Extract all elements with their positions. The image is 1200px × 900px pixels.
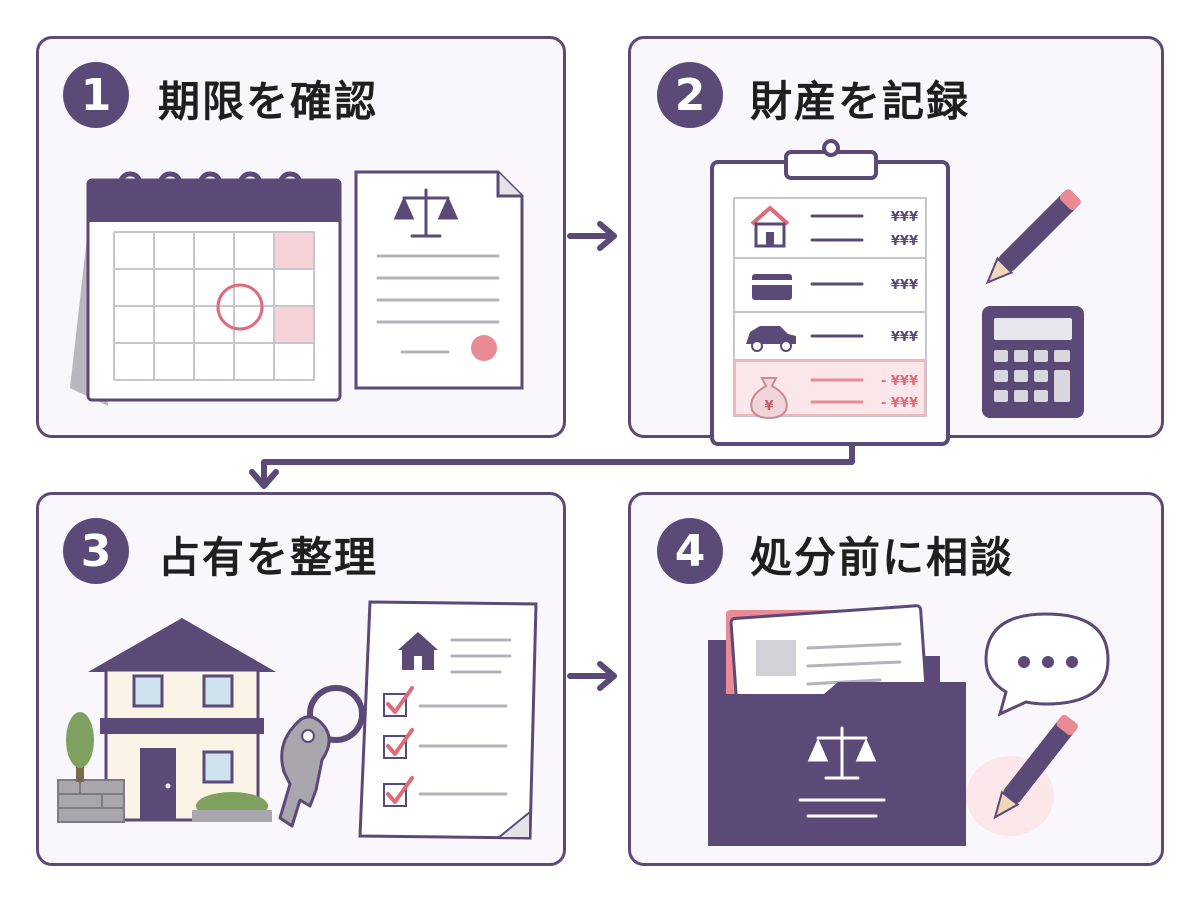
house-icon: [750, 206, 790, 248]
scales-icon: [807, 726, 877, 780]
step-3-title: 占有を整理: [158, 533, 379, 582]
arrow-elbow-icon: [249, 437, 855, 489]
car-icon: [746, 326, 796, 352]
bag-yen: ¥: [764, 399, 773, 414]
checkbox-checked-icon: [383, 686, 414, 717]
step-2-number: 2: [657, 62, 723, 128]
scales-icon: [393, 188, 459, 238]
ledger-amount: ¥¥¥: [891, 234, 918, 249]
step-1-title: 期限を確認: [158, 77, 379, 126]
step-1-number: 1: [63, 62, 129, 128]
checkbox-checked-icon: [383, 776, 414, 807]
ledger-debt-lines: [810, 378, 864, 404]
speech-bubble-icon: [984, 612, 1110, 717]
wall-icon: [57, 779, 125, 823]
ledger-lines: [810, 214, 864, 338]
ledger-amount: ¥¥¥: [891, 330, 918, 345]
ledger-debt-amount: - ¥¥¥: [881, 396, 918, 411]
step-2-title: 財産を記録: [750, 77, 971, 126]
arrow-right-icon: [567, 661, 617, 691]
step-3-number: 3: [63, 518, 129, 584]
legal-document-icon: [354, 170, 524, 390]
tree-icon: [66, 712, 94, 782]
ledger-amount: ¥¥¥: [891, 278, 918, 293]
legal-folder-icon: [708, 604, 966, 846]
credit-card-icon: [752, 274, 792, 300]
ledger-amount: ¥¥¥: [891, 210, 918, 225]
house-building-icon: [88, 618, 276, 822]
bush-icon: [192, 792, 272, 822]
calculator-icon: [982, 306, 1084, 418]
pen-icon: [985, 189, 1081, 285]
arrow-right-icon: [567, 221, 617, 251]
step-4-number: 4: [657, 518, 723, 584]
ledger-debt-amount: - ¥¥¥: [881, 374, 918, 389]
money-bag-icon: ¥: [750, 377, 788, 420]
checklist-document-icon: [358, 600, 538, 840]
key-icon: [278, 685, 365, 828]
calendar-icon: [70, 171, 342, 406]
home-icon: [398, 632, 438, 670]
checkbox-checked-icon: [383, 728, 414, 759]
step-4-title: 処分前に相談: [750, 533, 1015, 582]
pen-icon: [993, 715, 1078, 820]
